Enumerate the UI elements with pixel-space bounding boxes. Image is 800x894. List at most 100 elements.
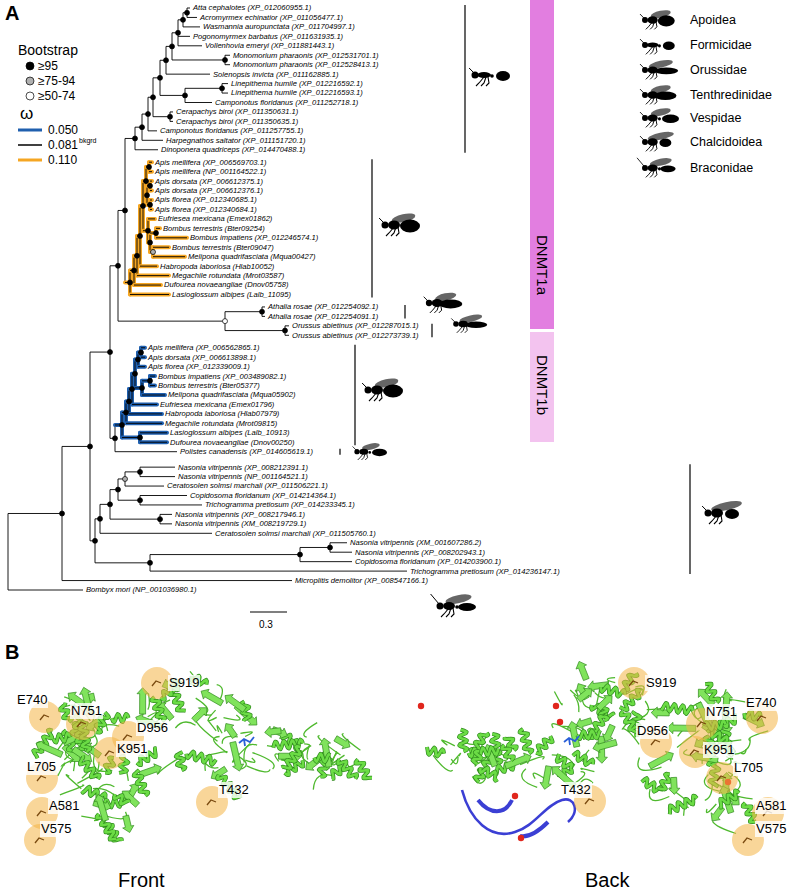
selected-branch — [153, 245, 169, 249]
protein-helix — [670, 796, 697, 814]
bootstrap-dot — [151, 249, 156, 254]
scale-bar — [250, 611, 287, 612]
tree-branch — [172, 59, 225, 60]
protein-loop — [245, 758, 255, 762]
bootstrap-dot — [223, 319, 228, 324]
protein-helix — [356, 759, 372, 778]
insect-head — [382, 222, 389, 229]
tree-branch — [150, 571, 407, 572]
tree-branch — [156, 228, 160, 229]
bootstrap-dot — [139, 350, 144, 355]
protein-helix — [134, 770, 149, 796]
tree-branch — [160, 523, 172, 524]
insect-head — [437, 603, 444, 610]
insect-thorax — [648, 165, 658, 172]
protein-helix — [536, 736, 552, 754]
protein-strand — [593, 739, 617, 752]
protein-helix — [480, 768, 498, 781]
protein-helix — [427, 747, 444, 756]
taxon-label: Orussus abietinus (XP_012273739.1) — [292, 331, 419, 340]
view-label: Front — [118, 868, 165, 892]
red-marker — [518, 835, 524, 841]
protein-helix — [282, 746, 301, 768]
red-marker — [512, 793, 518, 799]
selected-branch — [156, 236, 187, 240]
tree-branch — [140, 504, 202, 505]
insect-abdomen — [496, 71, 510, 81]
tree-branch — [150, 554, 300, 555]
bootstrap-dot — [148, 240, 153, 245]
protein-helix — [577, 730, 600, 739]
selected-branch — [148, 217, 155, 221]
band-label: DNMT1b — [533, 355, 551, 415]
taxon-label: Linepithema humile (XP_012216593.1) — [231, 88, 363, 97]
wasp-icon — [640, 107, 679, 128]
protein-loop — [214, 737, 228, 753]
insect-abdomen — [383, 385, 403, 398]
tree-branch — [300, 561, 352, 562]
residue-label: K951 — [116, 741, 148, 757]
bootstrap-dot — [220, 86, 225, 91]
selected-branch — [148, 181, 152, 190]
bootstrap-dot — [138, 234, 143, 239]
residue-sticks — [207, 800, 216, 805]
red-marker — [557, 719, 563, 725]
tree-branch — [138, 366, 145, 367]
insect-abdomen — [659, 139, 671, 148]
insect-head — [426, 300, 432, 306]
selected-branch — [150, 384, 155, 388]
tree-branch — [225, 330, 285, 331]
residue-sticks — [743, 838, 752, 843]
bootstrap-dot — [183, 93, 188, 98]
taxon-label: Dinoponera quadriceps (XP_014470488.1) — [161, 145, 305, 154]
bootstrap-dot — [170, 44, 175, 49]
taxon-label: Bombus impatiens (XP_012246574.1) — [190, 233, 318, 242]
bootstrap-dot — [181, 17, 186, 22]
panel-letter: A — [5, 1, 19, 25]
tree-branch — [185, 88, 222, 89]
insect-leg — [486, 77, 489, 86]
legend-title: Bootstrap — [18, 42, 78, 59]
insect-abdomen — [458, 603, 476, 611]
protein-helix — [661, 703, 693, 714]
insect-antenna — [431, 594, 439, 604]
residue-label: V575 — [755, 821, 787, 837]
insect-head — [642, 115, 648, 121]
bee-icon — [640, 9, 675, 30]
protein-loop — [208, 710, 217, 721]
protein-helix — [502, 745, 514, 760]
protein-strand — [225, 724, 238, 739]
selected-branch — [129, 412, 162, 416]
taxon-label: Cerapachys biroi (XP_011350631.1) — [176, 107, 298, 116]
tree-branch — [150, 209, 152, 210]
taxon-label: Dufourea novaeangliae (Dnov00250) — [170, 438, 295, 447]
protein-loop — [581, 768, 595, 771]
taxon-label: Melipona quadrifasciata (Mqua00427) — [188, 252, 316, 261]
tree-branch — [142, 140, 163, 141]
bootstrap-dot — [176, 30, 181, 35]
clade-bracket — [404, 305, 405, 318]
residue-label: S919 — [645, 675, 677, 691]
bootstrap-dot — [185, 10, 190, 15]
bootstrap-dot — [148, 202, 153, 207]
bootstrap-dot — [26, 77, 34, 85]
protein-helix — [473, 751, 482, 764]
bootstrap-dot — [140, 385, 145, 390]
residue-sticks — [697, 722, 706, 727]
protein-strand — [36, 741, 63, 758]
insect-petiole — [658, 117, 661, 120]
tree-branch — [140, 266, 157, 267]
protein-strand — [603, 724, 616, 741]
bootstrap-dot — [164, 58, 169, 63]
legend-text: ≥95 — [38, 59, 58, 73]
selected-branch — [134, 283, 161, 287]
residue-label: D956 — [636, 723, 669, 739]
insect-thorax — [477, 72, 491, 78]
protein-helix — [356, 759, 372, 778]
tree-branch — [140, 467, 175, 468]
legend-text: Apoidea — [690, 13, 736, 28]
insect-thorax — [647, 42, 659, 47]
red-marker — [418, 703, 424, 709]
protein-strand — [122, 791, 139, 807]
bootstrap-dot — [138, 469, 143, 474]
